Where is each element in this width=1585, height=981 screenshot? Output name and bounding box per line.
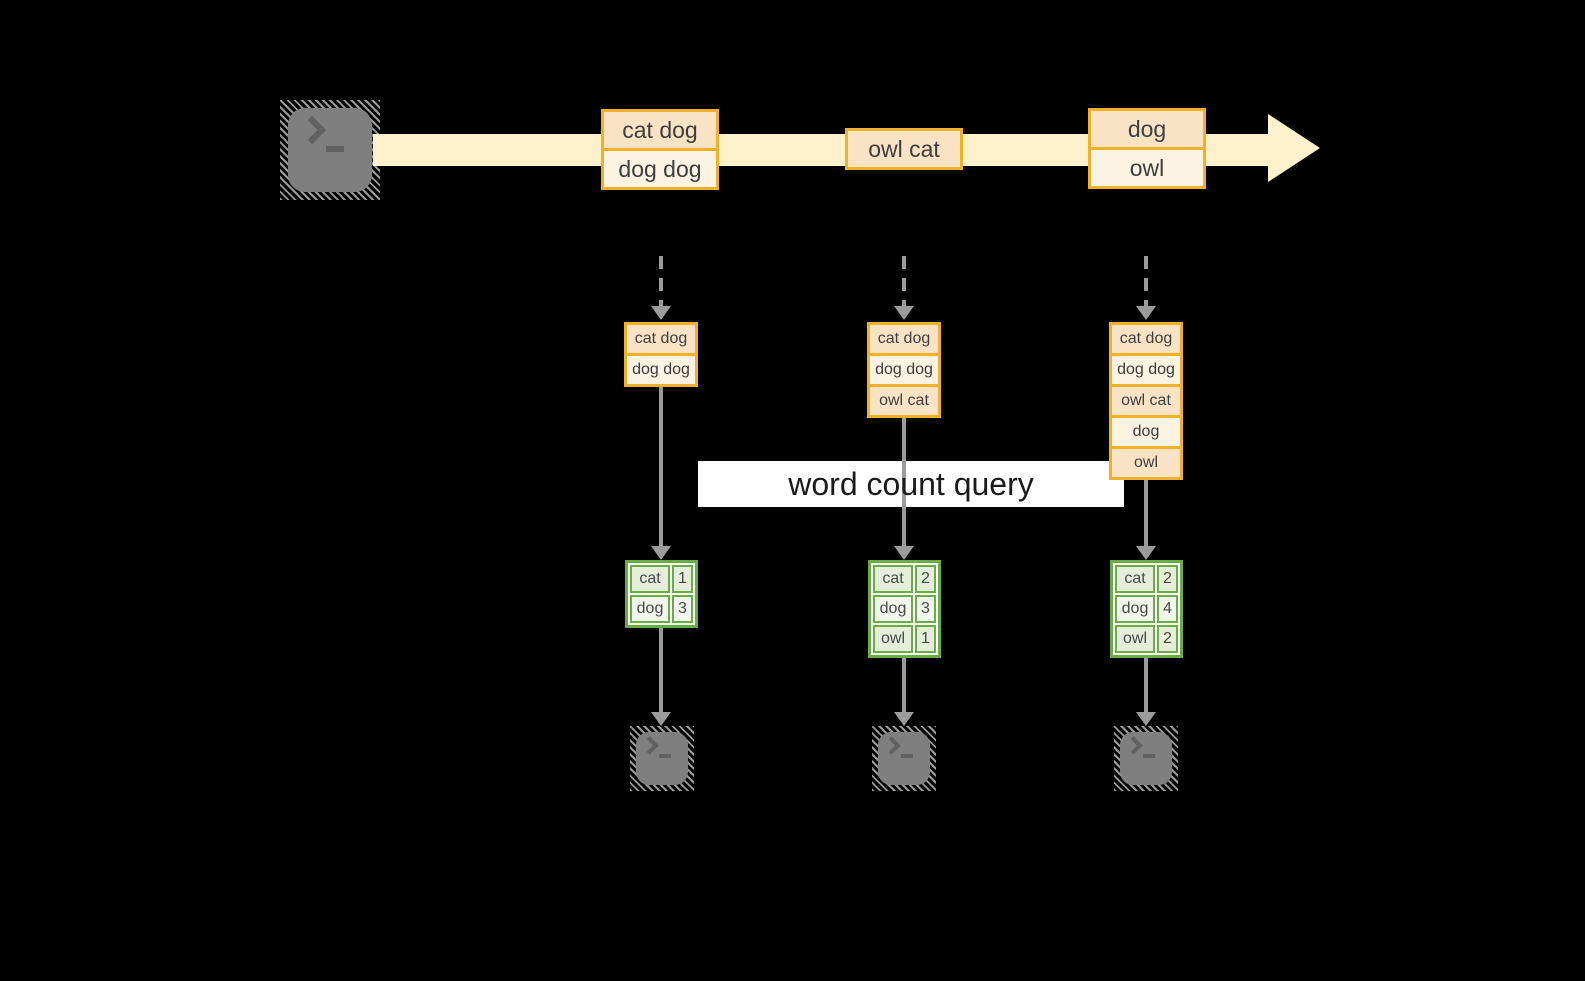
- table-row: cat dog: [1112, 325, 1180, 353]
- arrowhead-icon: [651, 712, 671, 726]
- table-row: owl: [1112, 446, 1180, 477]
- result-word: cat: [1115, 565, 1155, 593]
- arrowhead-icon: [894, 712, 914, 726]
- terminal-icon: [280, 100, 380, 200]
- prompt-underscore-icon: [901, 754, 913, 758]
- result-table-1: cat 1 dog 3: [625, 560, 698, 628]
- query-label-box: word count query: [698, 461, 1124, 507]
- result-count: 3: [672, 595, 693, 623]
- unbounded-table-1: cat dog dog dog: [624, 322, 698, 387]
- table-row: dog: [1112, 415, 1180, 446]
- arrow-line: [1144, 480, 1148, 546]
- terminal-icon-body: [1120, 732, 1172, 785]
- terminal-icon: [872, 726, 936, 791]
- dashed-arrow-line: [659, 256, 663, 306]
- terminal-icon: [630, 726, 694, 791]
- arrowhead-icon: [651, 306, 671, 320]
- result-count: 4: [1157, 595, 1178, 623]
- result-count: 2: [1157, 625, 1178, 653]
- arrowhead-icon: [1136, 546, 1156, 560]
- prompt-underscore-icon: [326, 146, 344, 152]
- table-row: dog dog: [627, 353, 695, 384]
- arrowhead-icon: [894, 306, 914, 320]
- terminal-icon-body: [878, 732, 930, 785]
- table-row: cat dog: [870, 325, 938, 353]
- stream-batch-1: cat dog dog dog: [601, 109, 719, 190]
- stream-record: owl cat: [848, 131, 960, 167]
- result-word: dog: [873, 595, 913, 623]
- arrowhead-icon: [651, 546, 671, 560]
- table-row: dog dog: [870, 353, 938, 384]
- stream-record: cat dog: [604, 112, 716, 148]
- stream-record: owl: [1091, 147, 1203, 186]
- unbounded-table-2: cat dog dog dog owl cat: [867, 322, 941, 418]
- result-word: cat: [630, 565, 670, 593]
- result-count: 2: [1157, 565, 1178, 593]
- terminal-icon-body: [636, 732, 688, 785]
- result-word: cat: [873, 565, 913, 593]
- table-row: cat dog: [627, 325, 695, 353]
- result-word: dog: [630, 595, 670, 623]
- query-label: word count query: [788, 466, 1034, 502]
- stream-record: dog dog: [604, 148, 716, 187]
- table-row: dog dog: [1112, 353, 1180, 384]
- stream-arrowhead-icon: [1268, 114, 1320, 182]
- stream-batch-2: owl cat: [845, 128, 963, 170]
- stream-record: dog: [1091, 111, 1203, 147]
- result-word: dog: [1115, 595, 1155, 623]
- result-count: 1: [672, 565, 693, 593]
- arrow-line: [659, 387, 663, 546]
- result-word: owl: [873, 625, 913, 653]
- table-row: owl cat: [1112, 384, 1180, 415]
- dashed-arrow-line: [902, 256, 906, 306]
- result-word: owl: [1115, 625, 1155, 653]
- arrowhead-icon: [1136, 712, 1156, 726]
- stream-batch-3: dog owl: [1088, 108, 1206, 189]
- result-table-2: cat 2 dog 3 owl 1: [868, 560, 941, 658]
- terminal-icon: [1114, 726, 1178, 791]
- table-row: owl cat: [870, 384, 938, 415]
- dashed-arrow-line: [1144, 256, 1148, 306]
- prompt-underscore-icon: [1143, 754, 1155, 758]
- arrow-line: [1144, 658, 1148, 712]
- unbounded-table-3: cat dog dog dog owl cat dog owl: [1109, 322, 1183, 480]
- arrowhead-icon: [1136, 306, 1156, 320]
- result-count: 2: [915, 565, 936, 593]
- result-count: 1: [915, 625, 936, 653]
- arrow-line: [659, 628, 663, 712]
- arrow-line: [902, 418, 906, 546]
- arrow-line: [902, 658, 906, 712]
- prompt-underscore-icon: [659, 754, 671, 758]
- result-count: 3: [915, 595, 936, 623]
- arrowhead-icon: [894, 546, 914, 560]
- result-table-3: cat 2 dog 4 owl 2: [1110, 560, 1183, 658]
